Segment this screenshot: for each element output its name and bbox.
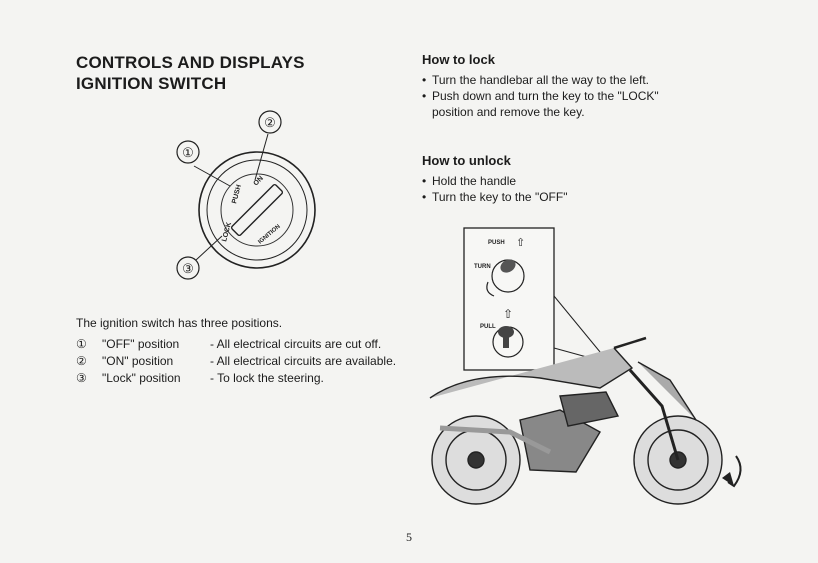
position-description: - All electrical circuits are cut off. bbox=[210, 337, 382, 351]
turn-label: TURN bbox=[474, 264, 491, 270]
key-head-upper-icon bbox=[500, 259, 516, 273]
callout-2-label: ② bbox=[264, 115, 276, 130]
switch-label-lock: LOCK bbox=[221, 222, 233, 243]
title-line-1: CONTROLS AND DISPLAYS bbox=[76, 53, 305, 72]
positions-intro: The ignition switch has three positions. bbox=[76, 316, 283, 330]
position-name: "ON" position bbox=[102, 354, 174, 368]
switch-label-push: PUSH bbox=[231, 184, 243, 205]
switch-label-ignition: IGNITION bbox=[257, 224, 281, 246]
switch-mid-ring bbox=[206, 159, 308, 261]
title-line-2: IGNITION SWITCH bbox=[76, 74, 227, 93]
callout-2 bbox=[258, 110, 282, 134]
callout-1-label: ① bbox=[182, 145, 194, 160]
page-number: 5 bbox=[406, 530, 412, 544]
position-description: - All electrical circuits are available. bbox=[210, 354, 397, 368]
pull-label: PULL bbox=[480, 324, 496, 330]
switch-label-on: ON bbox=[252, 175, 264, 187]
position-name: "Lock" position bbox=[102, 371, 181, 385]
inset-box bbox=[463, 227, 555, 371]
lock-step-continuation: position and remove the key. bbox=[432, 105, 585, 119]
position-number: ② bbox=[76, 354, 87, 368]
position-number: ③ bbox=[76, 371, 87, 385]
up-arrow-icon: ⇧ bbox=[516, 237, 525, 249]
position-description: - To lock the steering. bbox=[210, 371, 324, 385]
how-to-unlock-steps: Hold the handle Turn the key to the "OFF… bbox=[422, 173, 567, 205]
ignition-switch-diagram: ① ② ③ PUSH ON LOCK IGNITION bbox=[176, 110, 316, 280]
unlock-step: Turn the key to the "OFF" bbox=[422, 189, 567, 205]
unlock-step: Hold the handle bbox=[422, 173, 567, 189]
position-name: "OFF" position bbox=[102, 337, 180, 351]
lock-step: Turn the handlebar all the way to the le… bbox=[422, 72, 659, 88]
positions-list: ① "OFF" position - All electrical circui… bbox=[76, 336, 396, 387]
position-row: ① "OFF" position - All electrical circui… bbox=[76, 336, 396, 353]
position-row: ③ "Lock" position - To lock the steering… bbox=[76, 370, 396, 387]
leader-line-2 bbox=[254, 133, 269, 181]
inset-pointer-top bbox=[553, 295, 606, 359]
motorcycle-icon bbox=[429, 336, 723, 505]
how-to-lock-steps: Turn the handlebar all the way to the le… bbox=[422, 72, 659, 104]
pull-arrow-icon: ⇧ bbox=[503, 307, 513, 321]
motorcycle-illustration: PUSH ⇧ TURN PULL ⇧ bbox=[429, 227, 742, 505]
how-to-lock-heading: How to lock bbox=[422, 52, 495, 67]
push-label: PUSH bbox=[488, 240, 505, 246]
switch-outer-ring bbox=[198, 151, 316, 269]
key-shaft-icon bbox=[503, 332, 509, 348]
callout-3 bbox=[176, 256, 200, 280]
leader-line-1 bbox=[193, 165, 231, 187]
callout-3-label: ③ bbox=[182, 261, 194, 276]
position-number: ① bbox=[76, 337, 87, 351]
position-row: ② "ON" position - All electrical circuit… bbox=[76, 353, 396, 370]
key-slot bbox=[230, 183, 284, 237]
rotate-arrowhead-icon bbox=[722, 472, 734, 486]
lock-step: Push down and turn the key to the "LOCK" bbox=[422, 88, 659, 104]
page-title: CONTROLS AND DISPLAYS IGNITION SWITCH bbox=[76, 52, 305, 94]
callout-1 bbox=[176, 140, 200, 164]
leader-line-3 bbox=[195, 235, 223, 261]
rotate-arrow-icon bbox=[727, 455, 742, 488]
turn-arrow-icon bbox=[486, 281, 495, 297]
how-to-unlock-heading: How to unlock bbox=[422, 153, 511, 168]
